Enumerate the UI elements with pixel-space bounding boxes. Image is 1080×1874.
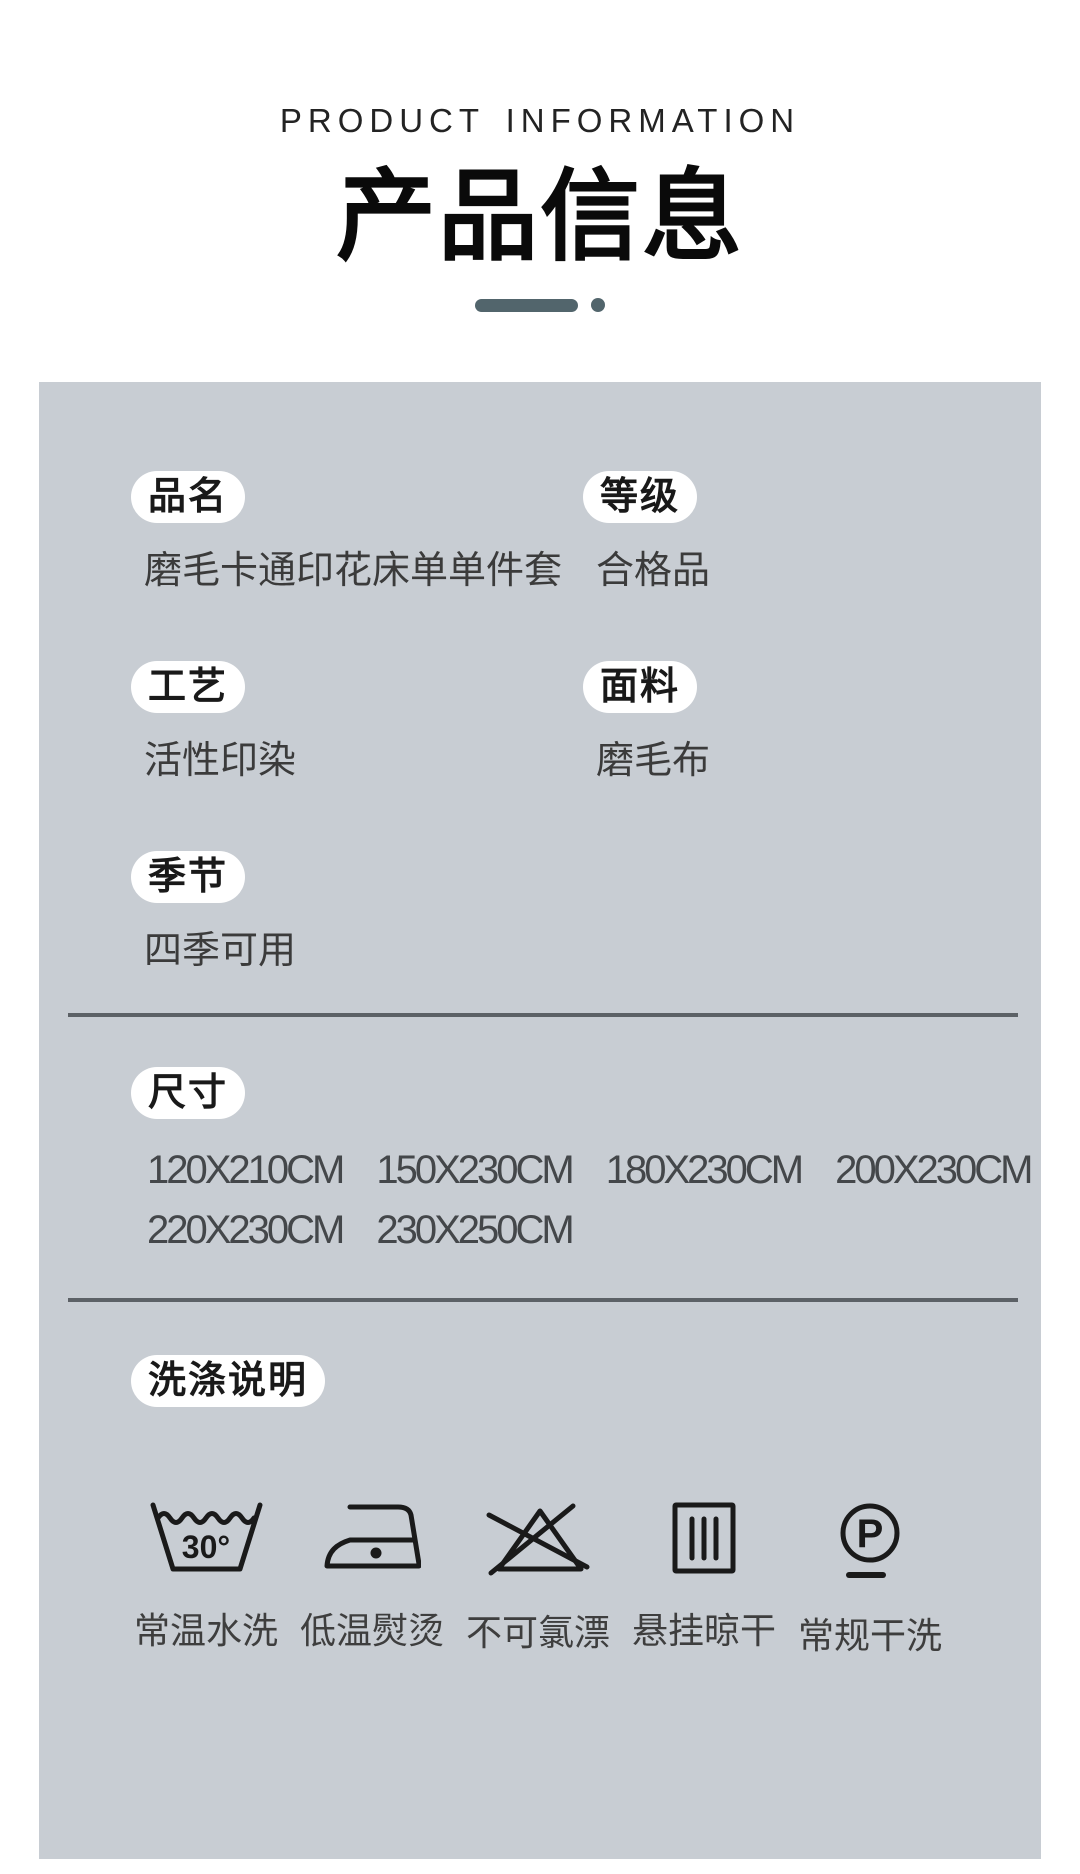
care-item-wash: 30° 常温水洗 bbox=[131, 1502, 281, 1657]
field-label-pill: 工艺 bbox=[131, 661, 246, 713]
svg-text:30°: 30° bbox=[181, 1529, 229, 1565]
care-item-label: 悬挂晾干 bbox=[631, 1610, 776, 1651]
size-section: 尺寸 120X210CM 150X230CM 180X230CM 200X230… bbox=[131, 1017, 1034, 1253]
care-label-pill: 洗涤说明 bbox=[131, 1355, 326, 1407]
care-item-label: 低温熨烫 bbox=[299, 1610, 444, 1651]
hang-dry-icon bbox=[672, 1502, 736, 1574]
product-fields: 品名 磨毛卡通印花床单单件套 等级 合格品 工艺 活性印染 面料 磨毛布 季节 … bbox=[131, 471, 1018, 973]
page-header: PRODUCT INFORMATION 产品信息 bbox=[0, 0, 1080, 312]
care-icons-row: 30° 常温水洗 低温熨烫 bbox=[131, 1502, 1018, 1657]
care-item-hang-dry: 悬挂晾干 bbox=[629, 1502, 779, 1657]
field-product-name: 品名 磨毛卡通印花床单单件套 bbox=[131, 471, 583, 593]
care-item-label: 常规干洗 bbox=[797, 1615, 942, 1656]
care-item-label: 常温水洗 bbox=[133, 1610, 278, 1651]
size-option: 230X250CM bbox=[376, 1208, 574, 1252]
size-row: 220X230CM 230X250CM bbox=[147, 1207, 1018, 1253]
field-value: 四季可用 bbox=[144, 930, 297, 972]
care-item-iron: 低温熨烫 bbox=[297, 1502, 447, 1657]
care-item-label: 不可氯漂 bbox=[465, 1612, 610, 1653]
washing-care-section: 洗涤说明 30° 常温水洗 低温熨烫 bbox=[131, 1302, 1018, 1657]
field-fabric: 面料 磨毛布 bbox=[583, 661, 1018, 783]
size-label-pill: 尺寸 bbox=[131, 1067, 246, 1119]
care-item-bleach: 不可氯漂 bbox=[463, 1502, 613, 1657]
svg-text:P: P bbox=[857, 1512, 884, 1556]
field-value: 磨毛布 bbox=[596, 740, 711, 782]
size-option: 120X210CM bbox=[147, 1148, 345, 1192]
size-option: 180X230CM bbox=[605, 1148, 804, 1192]
field-season: 季节 四季可用 bbox=[131, 851, 583, 973]
page-title: 产品信息 bbox=[336, 161, 744, 273]
underline-dot bbox=[591, 298, 605, 312]
iron-low-icon bbox=[324, 1504, 421, 1569]
care-item-dry-clean: P 常规干洗 bbox=[795, 1502, 945, 1657]
eyebrow-text: PRODUCT INFORMATION bbox=[279, 102, 801, 139]
field-label-pill: 等级 bbox=[583, 471, 698, 523]
section-divider bbox=[68, 1298, 1018, 1302]
product-info-card: 品名 磨毛卡通印花床单单件套 等级 合格品 工艺 活性印染 面料 磨毛布 季节 … bbox=[39, 382, 1041, 1859]
size-option: 200X230CM bbox=[835, 1148, 1033, 1192]
section-divider bbox=[68, 1013, 1018, 1017]
size-option: 150X230CM bbox=[376, 1148, 574, 1192]
field-value: 活性印染 bbox=[144, 740, 297, 782]
size-option: 220X230CM bbox=[147, 1208, 345, 1252]
no-chlorine-bleach-icon bbox=[486, 1503, 590, 1576]
field-label-pill: 面料 bbox=[583, 661, 698, 713]
title-underline-decoration bbox=[0, 298, 1080, 312]
field-label-pill: 品名 bbox=[131, 471, 246, 523]
wash-30-icon: 30° bbox=[150, 1502, 262, 1572]
field-value: 磨毛卡通印花床单单件套 bbox=[144, 550, 563, 592]
size-row: 120X210CM 150X230CM 180X230CM 200X230CM bbox=[147, 1147, 1034, 1193]
field-value: 合格品 bbox=[596, 550, 711, 592]
dry-clean-p-icon: P bbox=[840, 1503, 900, 1578]
field-craft: 工艺 活性印染 bbox=[131, 661, 583, 783]
field-label-pill: 季节 bbox=[131, 851, 246, 903]
underline-bar bbox=[475, 298, 578, 312]
field-grade: 等级 合格品 bbox=[583, 471, 1018, 593]
